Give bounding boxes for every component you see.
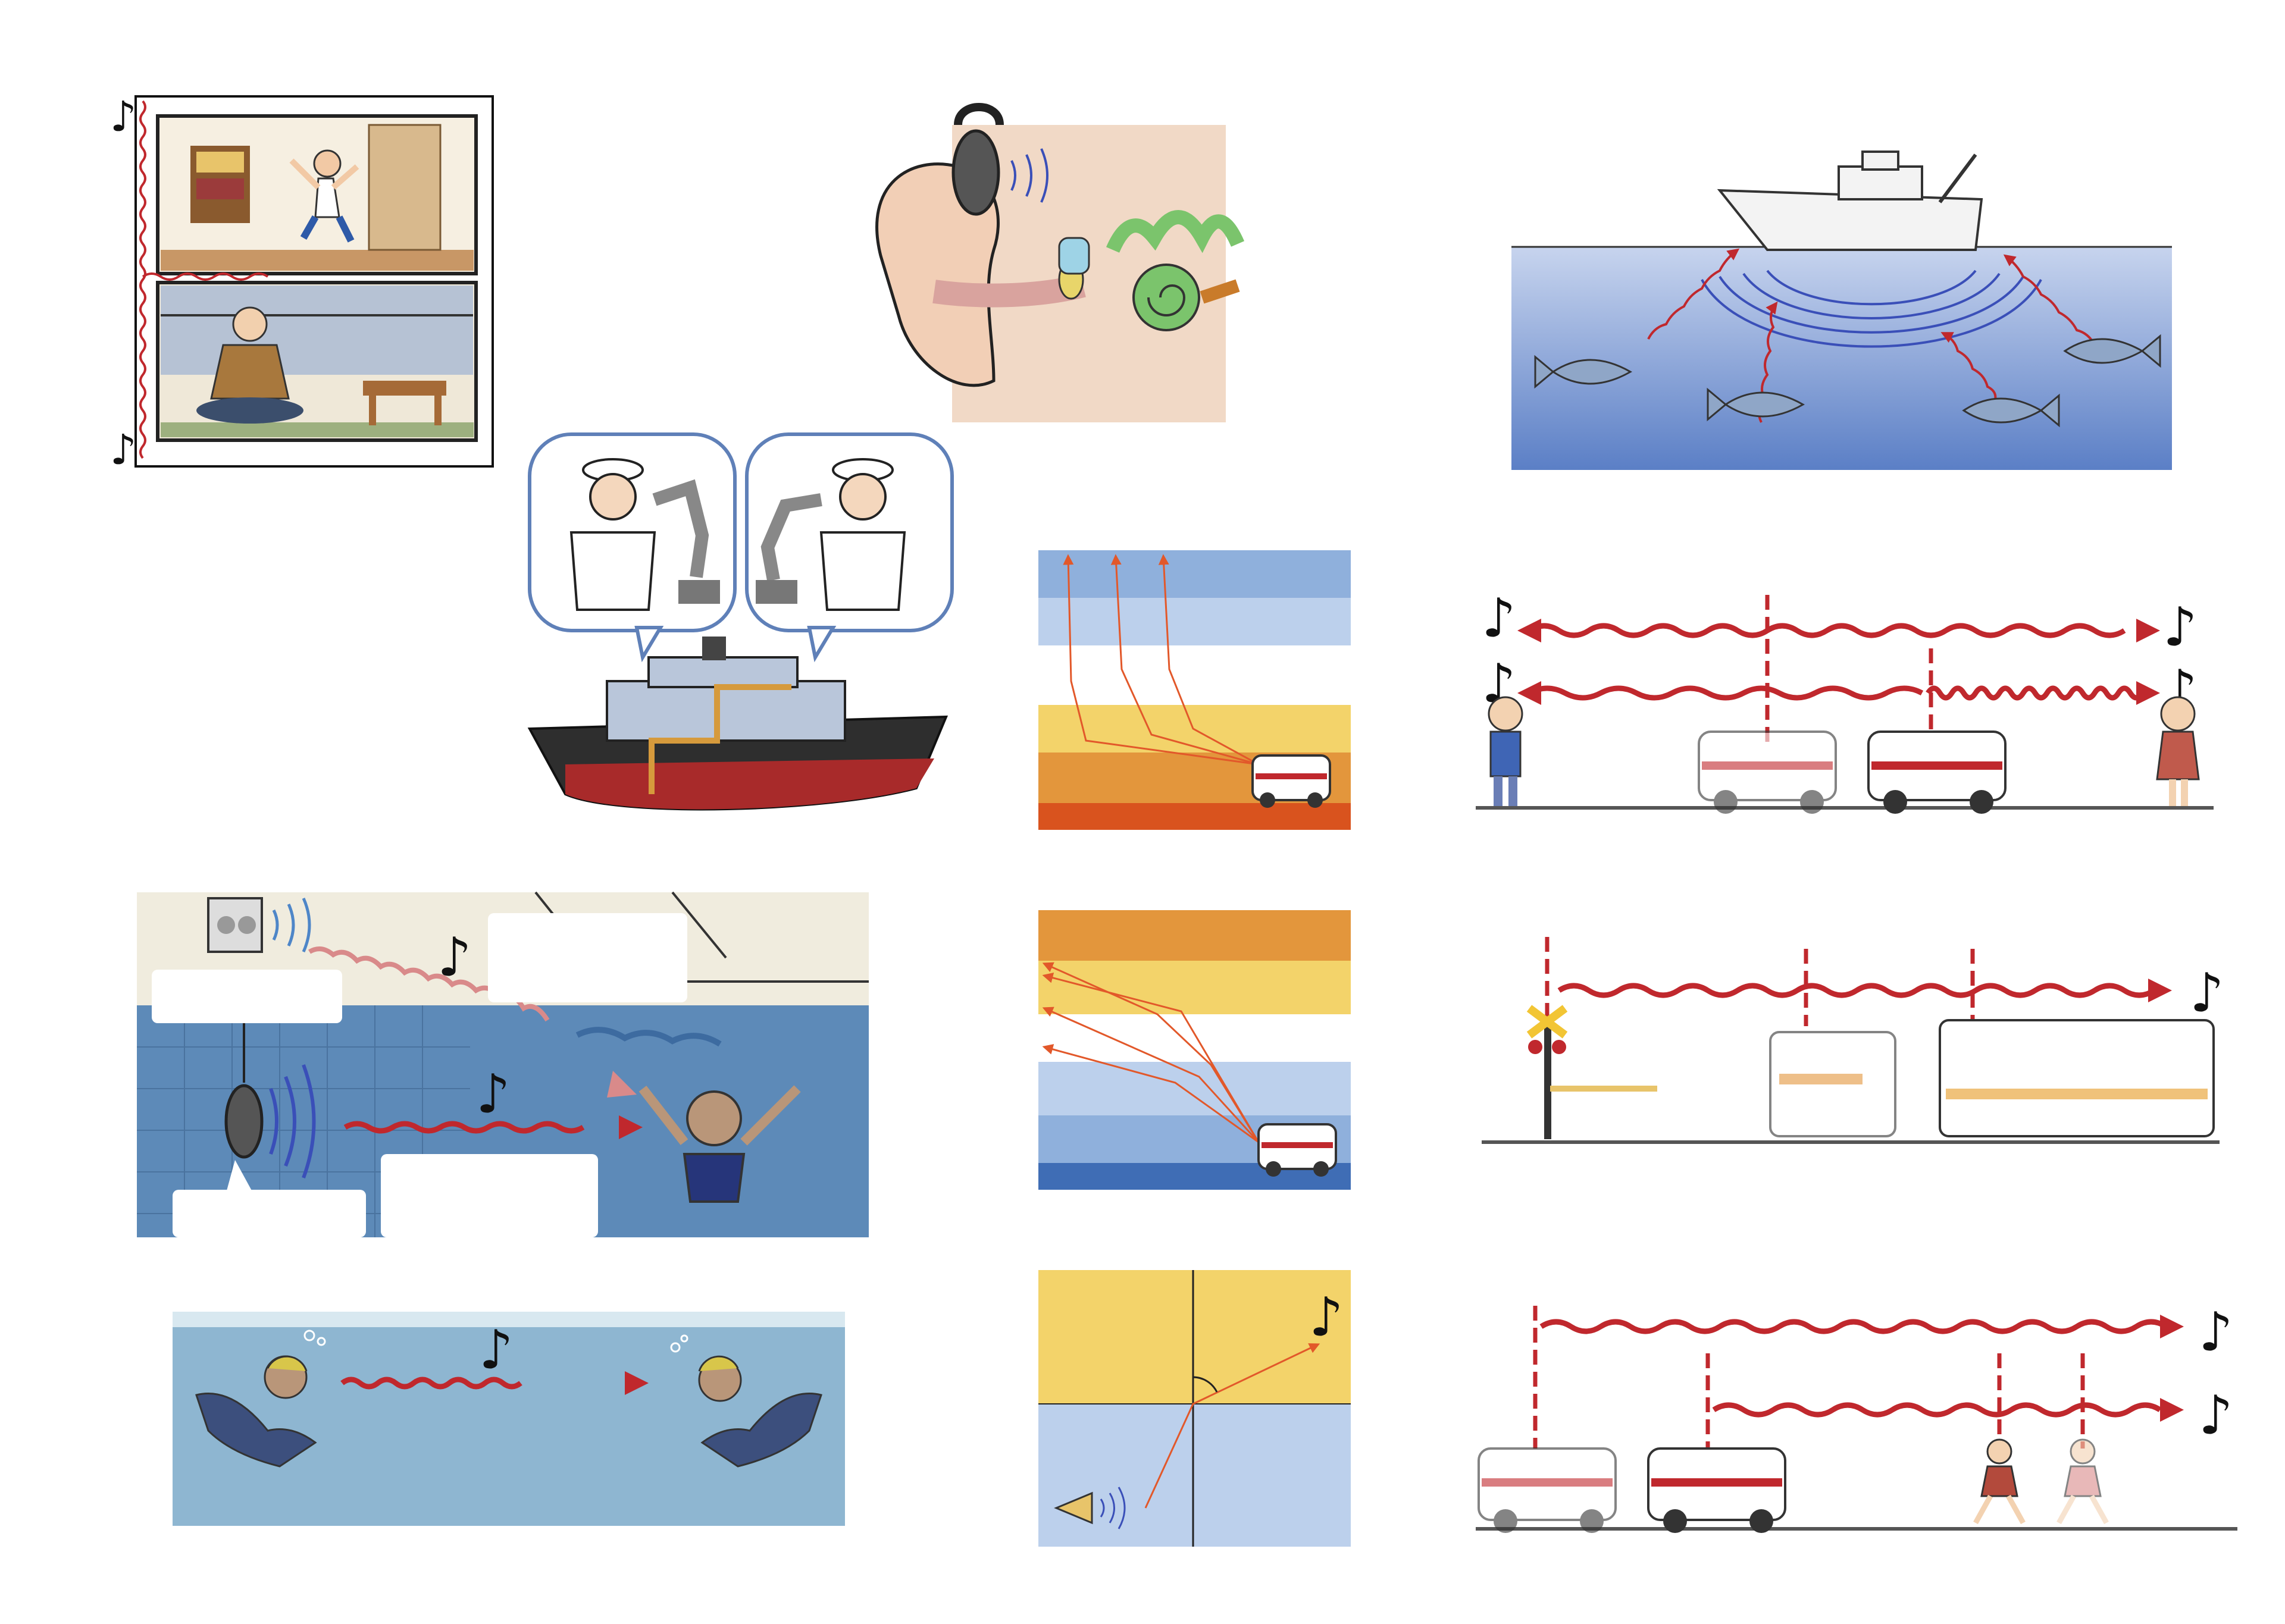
doppler-train-panel: ♪	[1482, 937, 2224, 1144]
cochlea-icon	[1106, 210, 1245, 331]
refraction-cool-panel	[1038, 910, 1351, 1190]
ambulance-icon	[1257, 1123, 1337, 1177]
music-note-icon: ♪	[476, 1063, 510, 1125]
sonar-panel	[1511, 151, 2172, 470]
music-note-icon: ♪	[1309, 1286, 1343, 1349]
elderly-man-icon	[196, 306, 303, 424]
music-note-icon: ♪	[2190, 962, 2224, 1024]
callout-speaker-left	[173, 1190, 366, 1237]
doppler-ambulance-panel: ♪ ♪ ♪ ♪	[1476, 587, 2214, 814]
ship-icon	[527, 637, 949, 811]
ambulance-icon	[1698, 731, 1837, 814]
sailor-speaking-icon	[569, 458, 656, 611]
swimmer-left-icon	[195, 1355, 317, 1468]
boat-icon	[1717, 151, 1983, 251]
swimmer-icon	[638, 1085, 801, 1203]
ambulance-icon	[1867, 731, 2007, 814]
music-note-icon: ♪	[2199, 1301, 2233, 1363]
ear-panel	[875, 103, 1245, 422]
music-note-icon: ♪	[437, 926, 471, 989]
music-note-icon: ♪	[2163, 596, 2197, 659]
ambulance-icon	[1478, 1447, 1617, 1533]
running-child-icon	[289, 149, 359, 243]
megaphone-icon	[1054, 1487, 1126, 1529]
runner-icon	[2056, 1438, 2109, 1525]
ambulance-icon	[1251, 754, 1331, 808]
refraction-warm-panel	[1038, 550, 1351, 830]
train-icon	[1769, 1031, 1896, 1137]
music-note-icon-bottom: ♪	[110, 425, 137, 474]
train-icon	[1939, 1019, 2215, 1137]
speaking-tube-panel	[527, 432, 954, 811]
sailor-listening-icon	[819, 458, 906, 611]
swimmer-right-icon	[698, 1355, 822, 1468]
music-note-icon: ♪	[1482, 587, 1516, 650]
callout-above-water-right	[488, 913, 687, 1002]
callout-above-water-left	[152, 970, 342, 1023]
swimmers-panel: ♪	[173, 1312, 845, 1526]
railway-crossing-icon	[1526, 1005, 1657, 1139]
music-note-icon: ♪	[2199, 1384, 2233, 1447]
ceiling-speaker-icon	[207, 897, 263, 953]
music-note-icon-top: ♪	[110, 92, 137, 141]
callout-speaker-right	[381, 1154, 598, 1237]
building-panel: ♪ ♪	[110, 92, 494, 474]
refraction-boundary-panel: ♪	[1038, 1270, 1351, 1547]
headphone-icon	[951, 103, 1004, 216]
girl-listener-icon	[2156, 696, 2200, 806]
runner-icon	[1973, 1438, 2026, 1525]
fish-icon	[1534, 334, 2161, 428]
music-note-icon: ♪	[479, 1319, 513, 1381]
doppler-runners-panel: ♪ ♪	[1476, 1301, 2237, 1533]
pool-speaker-panel: ♪ ♪	[137, 891, 869, 1237]
boy-listener-icon	[1488, 696, 1523, 806]
ambulance-icon	[1647, 1447, 1786, 1533]
